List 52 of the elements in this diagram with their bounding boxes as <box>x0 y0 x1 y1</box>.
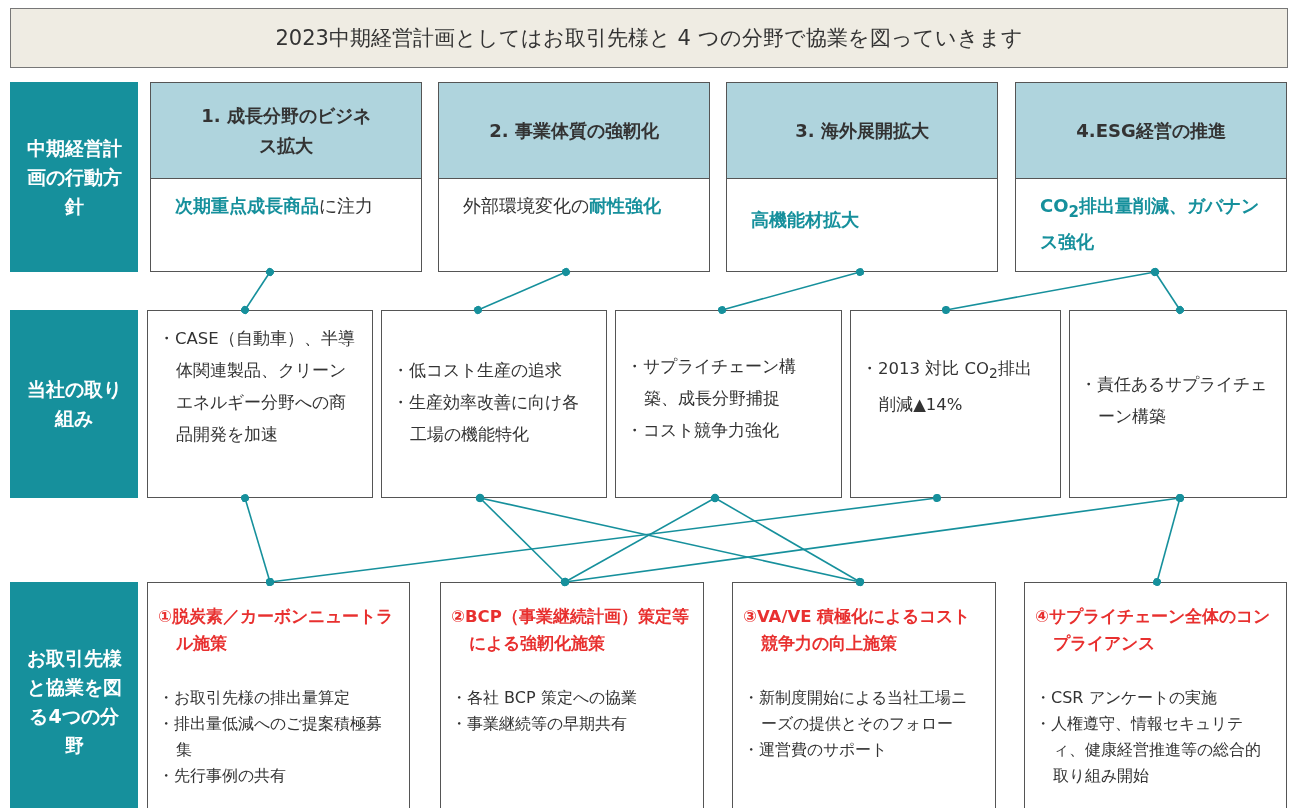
field-heading: ②BCP（事業継続計画）策定等による強靭化施策 <box>451 606 689 655</box>
policy-box <box>438 82 710 272</box>
bullet-text: ・低コスト生産の追求 <box>392 360 563 382</box>
bullet-text: ・人権遵守、情報セキュリティ、健康経営推進等の総合的取り組み開始 <box>1035 713 1262 787</box>
action-box <box>147 310 373 498</box>
action-box <box>1069 310 1287 498</box>
bullet-text: ・コスト競争力強化 <box>626 420 780 442</box>
field-heading: ③VA/VE 積極化によるコスト競争力の向上施策 <box>743 606 972 655</box>
bullet-text: ・新制度開始による当社工場ニーズの提供とそのフォロー <box>743 687 968 735</box>
connector-line <box>711 494 864 586</box>
bullet-text: ・CSR アンケートの実施 <box>1035 687 1218 709</box>
policy-text: 次期重点成長商品に注力 <box>174 194 374 218</box>
policy-heading: 4.ESG経営の推進 <box>1016 83 1286 179</box>
connector-line <box>241 268 274 314</box>
policy-text: 外部環境変化の耐性強化 <box>462 194 662 218</box>
connector-line <box>474 268 570 314</box>
collaboration-box <box>732 582 996 808</box>
policy-heading: 2. 事業体質の強靭化 <box>439 83 709 179</box>
action-box <box>615 310 842 498</box>
row-label-band: 中期経営計画の行動方針 <box>10 82 138 272</box>
bullet-text: ・2013 対比 CO$_{2}$排出削減▲14% <box>861 358 1033 417</box>
connector-line <box>1153 494 1184 586</box>
action-box <box>381 310 607 498</box>
bullet-text: ・事業継続等の早期共有 <box>451 713 628 735</box>
policy-box <box>150 82 422 272</box>
collaboration-box <box>440 582 704 808</box>
policy-box <box>1015 82 1287 272</box>
field-heading: ④サプライチェーン全体のコンプライアンス <box>1035 606 1271 655</box>
connector-line <box>718 268 864 314</box>
bullet-text: ・排出量低減へのご提案積極募集 <box>158 713 383 761</box>
bullet-text: ・サプライチェーン構築、成長分野捕捉 <box>626 356 797 410</box>
policy-text: CO$_{2}$排出量削減、ガバナンス強化 <box>1039 194 1260 254</box>
bullet-text: ・各社 BCP 策定への協業 <box>451 687 638 709</box>
action-box <box>850 310 1061 498</box>
connector-line <box>1151 268 1184 314</box>
row-label-band: お取引先様と協業を図る4つの分野 <box>10 582 138 808</box>
policy-text: 高機能材拡大 <box>750 208 860 232</box>
title-banner: 2023中期経営計画としてはお取引先様と 4 つの分野で協業を図っていきます <box>10 8 1288 68</box>
bullet-text: ・運営費のサポート <box>743 739 888 761</box>
bullet-text: ・生産効率改善に向け各工場の機能特化 <box>392 392 580 446</box>
policy-box <box>726 82 998 272</box>
bullet-text: ・お取引先様の排出量算定 <box>158 687 351 709</box>
collaboration-box <box>1024 582 1287 808</box>
collaboration-box <box>147 582 410 808</box>
policy-heading: 1. 成長分野のビジネス拡大 <box>151 83 421 179</box>
field-heading: ①脱炭素／カーボンニュートラル施策 <box>158 606 394 655</box>
bullet-text: ・責任あるサプライチェーン構築 <box>1080 374 1268 428</box>
bullet-text: ・CASE（自動車）、半導体関連製品、クリーンエネルギー分野への商品開発を加速 <box>158 328 356 446</box>
bullet-text: ・先行事例の共有 <box>158 765 287 787</box>
policy-heading: 3. 海外展開拡大 <box>727 83 997 179</box>
row-label-band: 当社の取り組み <box>10 310 138 498</box>
connector-line <box>266 494 941 586</box>
